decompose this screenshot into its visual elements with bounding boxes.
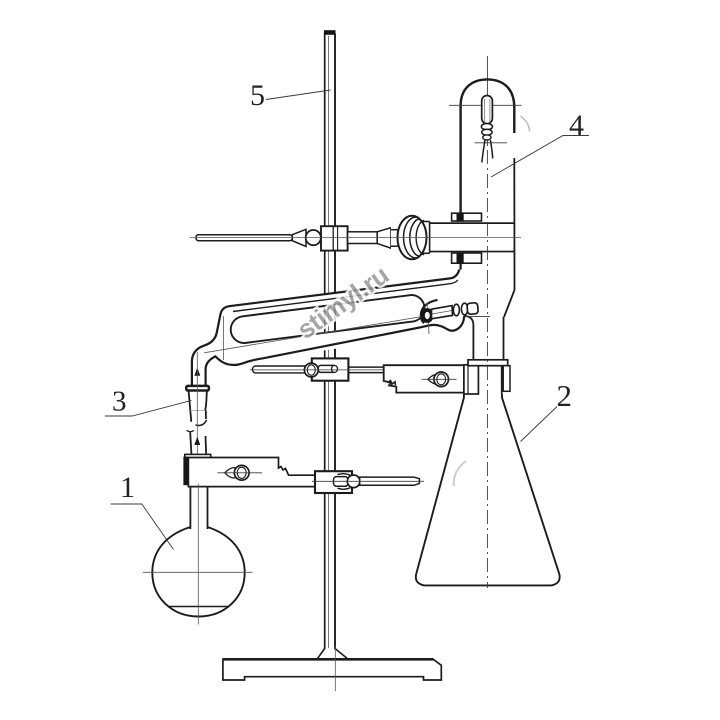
svg-text:2: 2 <box>557 378 573 413</box>
svg-text:5: 5 <box>250 79 265 112</box>
svg-text:4: 4 <box>569 109 584 142</box>
svg-text:3: 3 <box>112 386 127 418</box>
svg-text:1: 1 <box>120 471 135 504</box>
